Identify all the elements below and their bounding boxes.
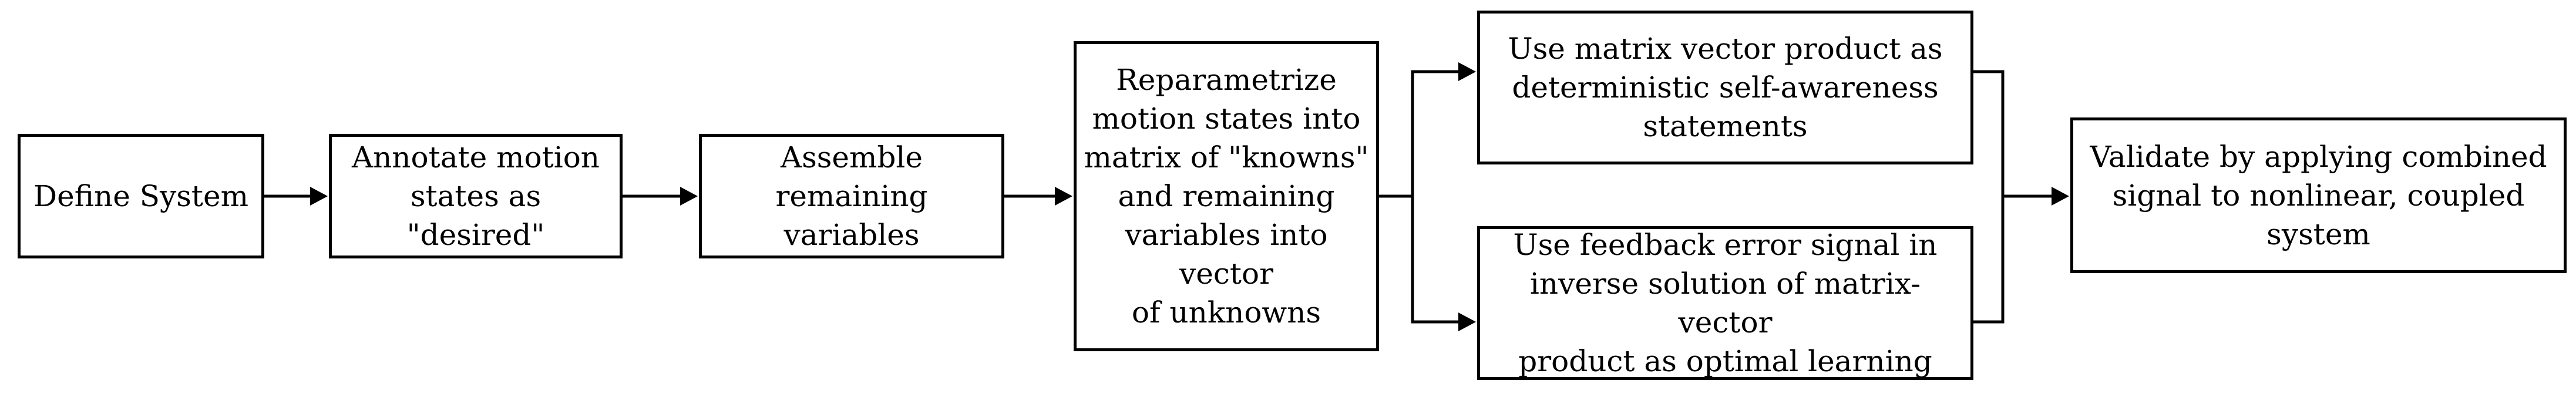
node-reparametrize-line-2: motion states into — [1092, 102, 1361, 136]
node-reparametrize-line-3: matrix of "knowns" — [1084, 140, 1369, 174]
node-reparametrize-line-5: variables into vector — [1125, 218, 1328, 291]
node-assemble-remaining-variables: Assemble remaining variables — [699, 134, 1004, 258]
node-annotate-line-1: Annotate motion — [352, 140, 600, 174]
arrowhead-reparametrize-to-feedback — [1458, 312, 1476, 331]
node-assemble-line-2: remaining variables — [775, 179, 928, 252]
arrowhead-merge-to-validate — [2052, 187, 2069, 206]
node-matrix-vector-line-3: statements — [1643, 109, 1808, 143]
node-annotate-motion-states: Annotate motion states as "desired" — [329, 134, 623, 258]
node-define-system-line-1: Define System — [33, 179, 248, 213]
node-feedback-line-2: inverse solution of matrix-vector — [1529, 267, 1921, 340]
arrowhead-annotate-to-assemble — [680, 187, 698, 206]
edge-reparametrize-to-feedback — [1411, 196, 1468, 324]
node-feedback-line-3: product as optimal learning — [1518, 344, 1932, 378]
node-matrix-vector-product: Use matrix vector product as determinist… — [1477, 11, 1973, 164]
node-annotate-line-2: states as "desired" — [406, 179, 545, 252]
arrowhead-reparametrize-to-matrix-vector — [1458, 62, 1476, 81]
node-feedback-line-1: Use feedback error signal in — [1513, 228, 1938, 262]
node-validate-line-3: system — [2266, 217, 2370, 251]
node-validate-line-1: Validate by applying combined — [2090, 139, 2547, 174]
node-reparametrize-line-4: and remaining — [1118, 179, 1335, 213]
node-reparametrize-line-1: Reparametrize — [1116, 63, 1337, 97]
node-feedback-error-signal: Use feedback error signal in inverse sol… — [1477, 226, 1973, 380]
node-reparametrize: Reparametrize motion states into matrix … — [1074, 41, 1379, 351]
node-matrix-vector-line-1: Use matrix vector product as — [1508, 32, 1943, 66]
node-validate: Validate by applying combined signal to … — [2070, 117, 2567, 273]
arrowhead-define-to-annotate — [310, 187, 328, 206]
arrowhead-assemble-to-reparametrize — [1055, 187, 1072, 206]
node-define-system: Define System — [18, 134, 264, 258]
node-matrix-vector-line-2: deterministic self-awareness — [1512, 70, 1939, 105]
node-validate-line-2: signal to nonlinear, coupled — [2112, 178, 2525, 213]
edge-matrix-vector-to-validate — [1973, 70, 2005, 196]
node-assemble-line-1: Assemble — [780, 140, 923, 174]
edge-feedback-to-validate — [1973, 196, 2005, 324]
node-reparametrize-line-6: of unknowns — [1131, 295, 1321, 330]
edge-reparametrize-to-matrix-vector — [1379, 70, 1468, 198]
